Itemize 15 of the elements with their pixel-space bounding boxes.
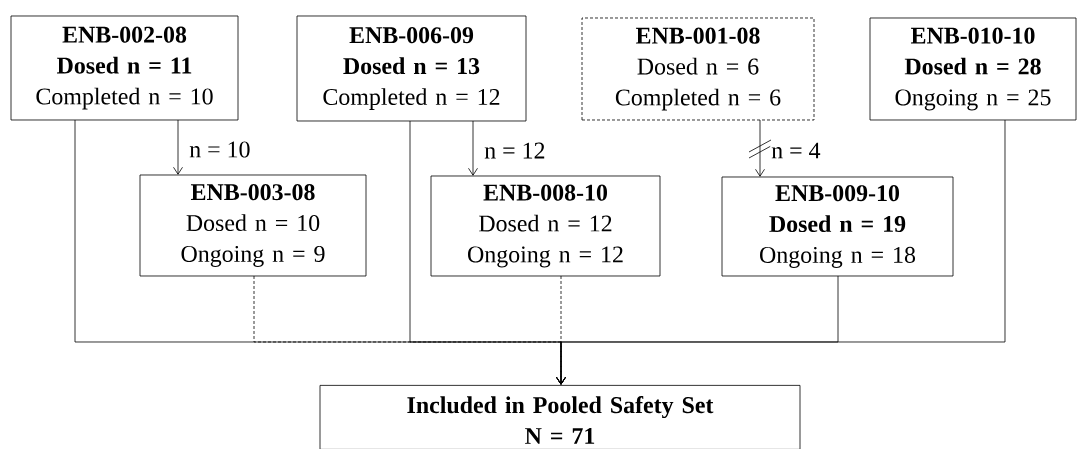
box: ENB-008-10 Dosed n = 12 Ongoing n = 12 <box>430 175 661 277</box>
arrow <box>173 119 183 175</box>
arrow <box>556 119 1006 385</box>
box: Included in Pooled Safety Set N = 71 <box>319 385 801 449</box>
edge-label: n = 12 <box>483 141 547 160</box>
box: ENB-003-08 Dosed n = 10 Ongoing n = 9 <box>139 174 367 277</box>
arrow <box>755 119 765 177</box>
edge-label: n = 10 <box>188 140 252 159</box>
box: ENB-002-08 Dosed n = 11 Completed n = 10 <box>10 15 239 121</box>
box: ENB-001-08 Dosed n = 6 Completed n = 6 <box>581 17 815 121</box>
arrow <box>468 120 478 176</box>
box: ENB-006-09 Dosed n = 13 Completed n = 12 <box>296 15 527 122</box>
edge-label: n = 4 <box>770 141 822 160</box>
box: ENB-009-10 Dosed n = 19 Ongoing n = 18 <box>721 176 954 277</box>
box: ENB-010-10 Dosed n = 28 Ongoing n = 25 <box>869 17 1077 121</box>
